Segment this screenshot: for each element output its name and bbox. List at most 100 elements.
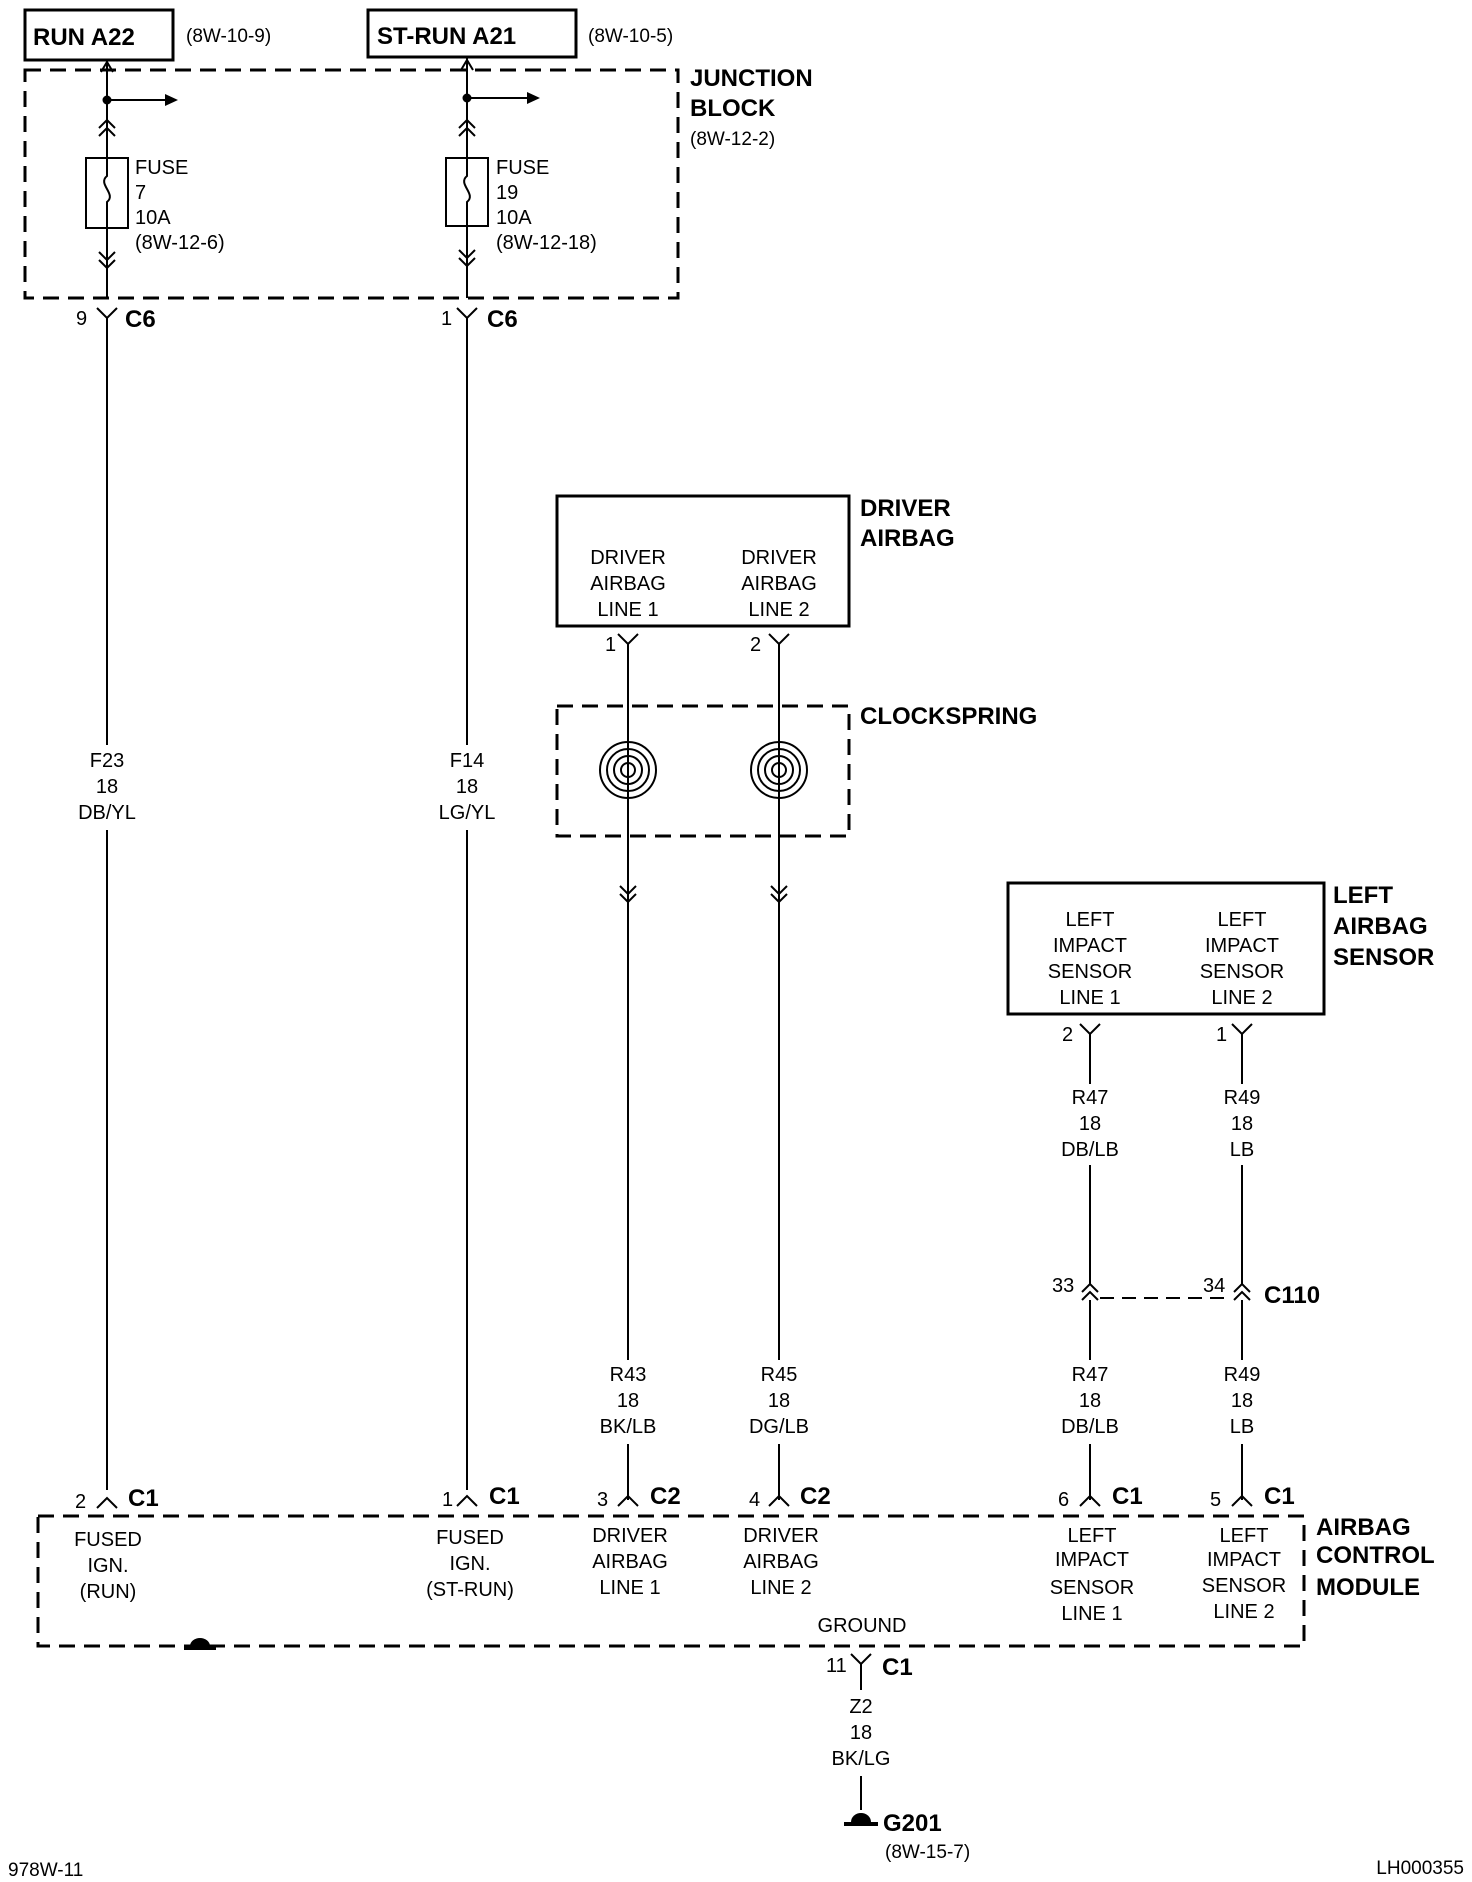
- r47-upper-color: DB/LB: [1061, 1139, 1119, 1161]
- run-a22-label: RUN A22: [33, 24, 135, 51]
- module-pin-sensor2-conn: C1: [1264, 1483, 1295, 1510]
- module-run-label-3: (RUN): [80, 1581, 137, 1603]
- g201-ref: (8W-15-7): [885, 1842, 970, 1863]
- driver-airbag-l1-c: LINE 1: [597, 599, 658, 621]
- module-pin-strun-number: 1: [442, 1489, 453, 1511]
- r47-lower-circuit: R47: [1072, 1364, 1109, 1386]
- c110-pin-a: 33: [1052, 1275, 1074, 1297]
- left-sensor-l1-c: SENSOR: [1048, 961, 1132, 983]
- junction-block-outline: [23, 68, 680, 300]
- left-sensor-pin2-connector: [1079, 1023, 1101, 1036]
- fuse-7-label-1: FUSE: [135, 157, 188, 179]
- module-pin-run-number: 2: [75, 1491, 86, 1513]
- left-sensor-pin1-connector: [1231, 1023, 1253, 1036]
- r43-gauge: 18: [617, 1390, 639, 1412]
- driver-airbag-pin2-connector: [768, 633, 790, 646]
- left-sensor-l2-c: SENSOR: [1200, 961, 1284, 983]
- fuse-7-label-4: (8W-12-6): [135, 232, 225, 254]
- r49-lower-gauge: 18: [1231, 1390, 1253, 1412]
- module-ground-label: GROUND: [818, 1615, 907, 1637]
- module-pin-run-conn: C1: [128, 1485, 159, 1512]
- driver-airbag-title-1: DRIVER: [860, 495, 951, 522]
- module-pin-driver1-conn: C2: [650, 1483, 681, 1510]
- left-airbag-sensor-box: [1006, 881, 1326, 1016]
- footer-figure-id: 978W-11: [8, 1860, 83, 1881]
- clockspring-outline: [555, 704, 851, 838]
- fuse-19-label-2: 19: [496, 182, 518, 204]
- r49-upper-color: LB: [1230, 1139, 1254, 1161]
- module-sensor1-label-2: IMPACT: [1055, 1549, 1129, 1571]
- module-strun-label-2: IGN.: [449, 1553, 490, 1575]
- module-driver1-label-1: DRIVER: [592, 1525, 668, 1547]
- f23-circuit: F23: [90, 750, 124, 772]
- case-ground-icon: [184, 1638, 216, 1650]
- driver-airbag-title-2: AIRBAG: [860, 525, 955, 552]
- ground-pin-conn: C1: [882, 1654, 913, 1681]
- r43-inline-connector-b: [619, 893, 637, 904]
- module-pin-sensor2-number: 5: [1210, 1489, 1221, 1511]
- fuse-7-branch: [85, 60, 178, 298]
- module-sensor2-label-4: LINE 2: [1213, 1601, 1274, 1623]
- fuse-7-label-2: 7: [135, 182, 146, 204]
- module-pin-sensor1-conn: C1: [1112, 1483, 1143, 1510]
- left-sensor-l2-a: LEFT: [1218, 909, 1267, 931]
- fuse-19-label-3: 10A: [496, 207, 532, 229]
- r47-lower-gauge: 18: [1079, 1390, 1101, 1412]
- left-sensor-title-3: SENSOR: [1333, 944, 1434, 971]
- g201-ground-icon: [844, 1813, 878, 1826]
- fuse-19-label-1: FUSE: [496, 157, 549, 179]
- left-sensor-pin-a: 2: [1062, 1024, 1073, 1046]
- c6-left-connector: [96, 307, 118, 320]
- r45-circuit: R45: [761, 1364, 798, 1386]
- run-a22-ref: (8W-10-9): [186, 26, 271, 47]
- r45-gauge: 18: [768, 1390, 790, 1412]
- r47-upper-gauge: 18: [1079, 1113, 1101, 1135]
- module-pin-driver1-number: 3: [597, 1489, 608, 1511]
- c110-label: C110: [1264, 1282, 1320, 1309]
- fuse-19-label-4: (8W-12-18): [496, 232, 597, 254]
- airbag-control-module-outline: [36, 1514, 1306, 1648]
- clockspring-title: CLOCKSPRING: [860, 703, 1037, 730]
- module-sensor1-label-3: SENSOR: [1050, 1577, 1134, 1599]
- module-driver1-label-3: LINE 1: [599, 1577, 660, 1599]
- junction-block-title-2: BLOCK: [690, 95, 776, 122]
- c110-pin-b: 34: [1203, 1275, 1225, 1297]
- module-strun-label-3: (ST-RUN): [426, 1579, 514, 1601]
- module-pin-strun-conn: C1: [489, 1483, 520, 1510]
- module-pin-driver2-conn: C2: [800, 1483, 831, 1510]
- module-title-3: MODULE: [1316, 1574, 1420, 1601]
- module-pin-driver2-connector: [768, 1494, 790, 1507]
- left-sensor-title-1: LEFT: [1333, 882, 1393, 909]
- run-a22-box: [23, 8, 175, 62]
- module-pin-driver1-connector: [617, 1494, 639, 1507]
- module-driver2-label-1: DRIVER: [743, 1525, 819, 1547]
- driver-airbag-l1-a: DRIVER: [590, 547, 666, 569]
- c6-right-pin: 1: [441, 308, 452, 330]
- st-run-a21-ref: (8W-10-5): [588, 26, 673, 47]
- g201-label: G201: [883, 1810, 942, 1837]
- module-pin-driver2-number: 4: [749, 1489, 760, 1511]
- r47-upper-circuit: R47: [1072, 1087, 1109, 1109]
- r43-color: BK/LB: [600, 1416, 657, 1438]
- module-sensor2-label-3: SENSOR: [1202, 1575, 1286, 1597]
- driver-airbag-pin1: 1: [605, 634, 616, 656]
- z2-circuit: Z2: [849, 1696, 872, 1718]
- driver-airbag-l1-b: AIRBAG: [590, 573, 666, 595]
- r49-lower-color: LB: [1230, 1416, 1254, 1438]
- module-sensor2-label-1: LEFT: [1220, 1525, 1269, 1547]
- r45-inline-connector-a: [770, 885, 788, 896]
- left-sensor-l2-b: IMPACT: [1205, 935, 1279, 957]
- ground-pin-number: 11: [826, 1655, 847, 1677]
- left-sensor-title-2: AIRBAG: [1333, 913, 1428, 940]
- r43-inline-connector-a: [619, 885, 637, 896]
- f14-color: LG/YL: [439, 802, 496, 824]
- module-pin-run-connector: [96, 1496, 118, 1509]
- z2-gauge: 18: [850, 1722, 872, 1744]
- r45-color: DG/LB: [749, 1416, 809, 1438]
- driver-airbag-pin2: 2: [750, 634, 761, 656]
- left-sensor-l1-d: LINE 1: [1059, 987, 1120, 1009]
- module-run-label-1: FUSED: [74, 1529, 142, 1551]
- c6-right-label: C6: [487, 306, 518, 333]
- r47-lower-color: DB/LB: [1061, 1416, 1119, 1438]
